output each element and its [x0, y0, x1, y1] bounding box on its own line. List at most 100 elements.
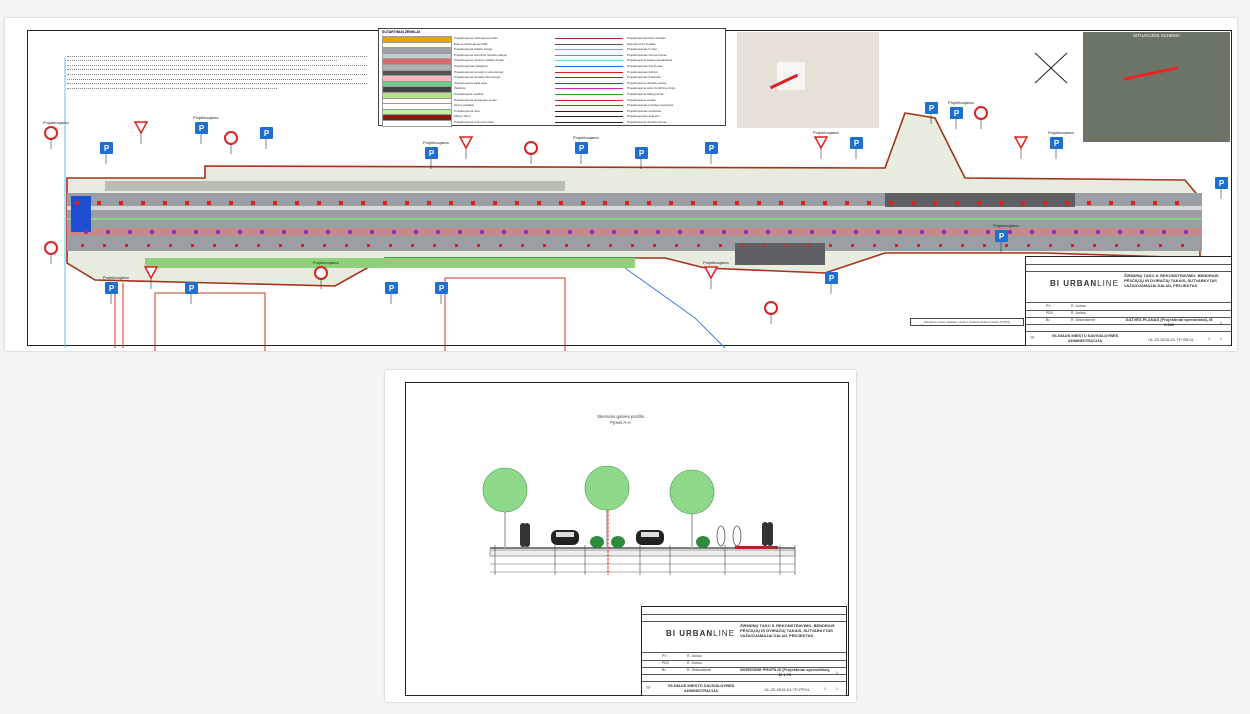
sign-label: Projektuojama	[813, 130, 839, 135]
red-marker	[917, 244, 920, 247]
parking-icon: P	[1219, 179, 1225, 188]
title-block-rule	[642, 621, 846, 622]
red-marker	[845, 201, 849, 205]
light-pole-icon	[589, 229, 595, 235]
light-pole-icon	[1073, 229, 1079, 235]
legend-swatch	[555, 122, 623, 123]
light-pole-icon	[633, 229, 639, 235]
designer-name: R. Jurkus	[1071, 311, 1086, 315]
title-block-rule	[642, 667, 846, 668]
prohibition-sign-icon	[44, 241, 58, 255]
red-marker	[537, 201, 541, 205]
legend-label: Projektuojama stovėjimo vietų danga	[454, 69, 504, 74]
pedestrian-icon	[762, 522, 768, 546]
parking-icon: P	[579, 144, 585, 153]
drawing-shape	[71, 196, 91, 232]
red-marker	[229, 201, 233, 205]
tree-icon	[584, 465, 630, 511]
red-marker	[653, 244, 656, 247]
legend-label: Projektuojami medžiai	[454, 92, 484, 96]
light-pole-icon	[1161, 229, 1167, 235]
red-marker	[785, 244, 788, 247]
legend-swatch	[555, 54, 623, 56]
red-marker	[493, 201, 497, 205]
light-pole-icon	[83, 229, 89, 235]
red-marker	[719, 244, 722, 247]
drawing-shape	[145, 258, 635, 268]
bike-lane	[735, 546, 778, 549]
red-marker	[977, 201, 981, 205]
title-block-rule	[642, 660, 846, 661]
red-marker	[581, 201, 585, 205]
legend-label: Projektuojamas bortas	[627, 47, 657, 52]
logo-suffix: LINE	[713, 629, 735, 638]
sheet-total: 1	[836, 671, 838, 675]
red-marker	[999, 201, 1003, 205]
red-marker	[185, 201, 189, 205]
information-sign-icon	[195, 122, 208, 134]
red-marker	[1109, 201, 1113, 205]
legend-label: Esama važiuojamoji dalis	[454, 41, 488, 46]
light-pole-icon	[281, 229, 287, 235]
project-stage: TP	[1030, 336, 1035, 340]
red-marker	[1087, 201, 1091, 205]
light-pole-icon	[435, 229, 441, 235]
title-block-rule	[1026, 271, 1231, 272]
cyclist-icon	[716, 525, 726, 547]
legend-swatch	[382, 120, 452, 127]
designer-name: R. Zinkevičienė	[687, 668, 711, 672]
red-marker	[383, 201, 387, 205]
red-marker	[933, 201, 937, 205]
parking-icon: P	[999, 232, 1005, 241]
company-logo: BI URBANLINE	[666, 629, 735, 638]
location-map	[737, 32, 879, 128]
legend-label: Projektuojama kelio ženklinimo linija	[627, 86, 676, 91]
red-marker	[75, 201, 79, 205]
light-pole-icon	[501, 229, 507, 235]
sign-label: Projektuojama	[423, 140, 449, 145]
scale-note: Stovėjimo vietos sąrašas, plotai ir želd…	[910, 318, 1024, 326]
profile-subtitle: Pjūvis A-A	[610, 420, 631, 425]
red-marker	[455, 244, 458, 247]
legend-label: Projektuojamas žemas bortas	[627, 52, 667, 57]
red-marker	[339, 201, 343, 205]
project-stage: TP	[646, 686, 651, 690]
legend-swatch	[555, 99, 623, 101]
light-pole-icon	[259, 229, 265, 235]
parking-icon: P	[639, 149, 645, 158]
red-marker	[955, 201, 959, 205]
legend-label: Projektuojama dviračių juosta	[627, 80, 667, 85]
red-marker	[807, 244, 810, 247]
information-sign-icon	[705, 142, 718, 154]
red-marker	[603, 201, 607, 205]
prohibition-sign-icon	[44, 126, 58, 140]
light-pole-icon	[1029, 229, 1035, 235]
light-pole-icon	[347, 229, 353, 235]
red-marker	[587, 244, 590, 247]
light-pole-icon	[809, 229, 815, 235]
legend-swatch	[555, 105, 623, 107]
light-pole-icon	[171, 229, 177, 235]
red-marker	[873, 244, 876, 247]
cyclist-icon	[732, 525, 742, 547]
light-pole-icon	[699, 229, 705, 235]
drawing-shape	[67, 206, 1202, 210]
legend: SUTARTINIAI ŽENKLAI Projektuojama važiuo…	[378, 28, 726, 127]
red-marker	[405, 201, 409, 205]
parking-icon: P	[189, 284, 195, 293]
title-block-rule	[1026, 324, 1231, 325]
light-pole-icon	[479, 229, 485, 235]
legend-label: Projektuojama raudono asfalto danga	[454, 58, 504, 63]
information-sign-icon	[575, 142, 588, 154]
legend-swatch	[555, 82, 623, 84]
red-marker	[713, 201, 717, 205]
sign-label: Projektuojama	[1048, 130, 1074, 135]
sign-label: Projektuojama	[703, 260, 729, 265]
legend-label: Projektuojama dviračių stovas	[627, 120, 667, 124]
tree-icon	[482, 467, 528, 513]
light-pole-icon	[1007, 229, 1013, 235]
light-pole-icon	[875, 229, 881, 235]
information-sign-icon	[1215, 177, 1228, 189]
